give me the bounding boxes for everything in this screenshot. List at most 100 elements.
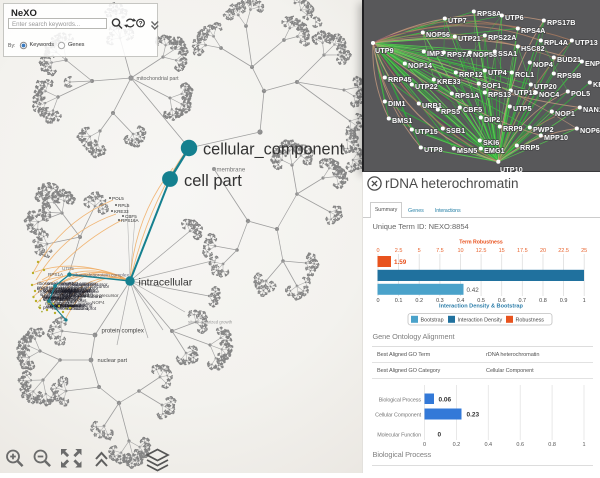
svg-text:RRP9: RRP9 (503, 124, 523, 133)
svg-text:KRE33: KRE33 (437, 77, 461, 86)
svg-text:RRP5: RRP5 (520, 143, 540, 152)
svg-text:0: 0 (376, 248, 379, 254)
svg-text:Interaction Density: Interaction Density (458, 318, 503, 324)
svg-text:cellular_component: cellular_component (203, 141, 345, 159)
svg-text:protein complex: protein complex (102, 329, 144, 335)
svg-text:KRR1: KRR1 (593, 80, 600, 89)
svg-text:intracellular: intracellular (139, 277, 193, 289)
svg-text:RPL4A: RPL4A (544, 38, 568, 47)
svg-text:UTP22: UTP22 (415, 82, 438, 91)
svg-text:DIM1: DIM1 (388, 99, 406, 108)
svg-text:SSA1: SSA1 (498, 49, 517, 58)
svg-text:POL5: POL5 (112, 196, 124, 201)
svg-text:RPS5: RPS5 (441, 107, 460, 116)
svg-text:RPS7A: RPS7A (447, 50, 471, 59)
svg-text:1: 1 (582, 442, 585, 448)
svg-text:NOP4: NOP4 (92, 300, 105, 305)
svg-text:ENP1: ENP1 (585, 59, 600, 68)
svg-text:Term Robustness: Term Robustness (459, 240, 503, 246)
svg-text:Bootstrap: Bootstrap (421, 318, 444, 324)
svg-text:RPS9B: RPS9B (557, 71, 581, 80)
svg-text:17.5: 17.5 (517, 248, 528, 254)
svg-text:cell part: cell part (184, 172, 242, 190)
svg-text:0.6: 0.6 (516, 442, 524, 448)
svg-text:UTP15: UTP15 (415, 127, 438, 136)
svg-text:NOP4: NOP4 (533, 60, 553, 69)
svg-text:CBF5: CBF5 (463, 105, 482, 114)
svg-text:RRP12: RRP12 (459, 70, 483, 79)
svg-text:ribosomal subunit: ribosomal subunit (61, 282, 99, 288)
svg-text:RPS1A: RPS1A (48, 272, 64, 277)
svg-text:UTP21: UTP21 (458, 34, 481, 43)
svg-text:RRP45: RRP45 (388, 75, 412, 84)
svg-text:Molecular Function: Molecular Function (377, 433, 421, 439)
svg-text:0: 0 (423, 442, 426, 448)
svg-text:NAN1: NAN1 (583, 105, 600, 114)
svg-text:BMS1: BMS1 (392, 116, 412, 125)
svg-text:12.5: 12.5 (476, 248, 487, 254)
svg-text:IMP3: IMP3 (427, 49, 444, 58)
svg-text:UTP13: UTP13 (575, 38, 598, 47)
svg-text:POL5: POL5 (571, 89, 590, 98)
svg-text:HSC82: HSC82 (521, 44, 545, 53)
svg-text:0.06: 0.06 (439, 397, 452, 404)
svg-text:0.23: 0.23 (467, 412, 480, 419)
svg-text:UTP9: UTP9 (375, 46, 394, 55)
svg-text:7.5: 7.5 (436, 248, 444, 254)
svg-text:0: 0 (438, 432, 442, 439)
svg-text:5: 5 (418, 248, 421, 254)
svg-text:15: 15 (499, 248, 505, 254)
svg-text:1.59: 1.59 (394, 259, 407, 266)
svg-text:NOP14: NOP14 (408, 61, 432, 70)
svg-text:25: 25 (581, 248, 587, 254)
svg-text:RCL1: RCL1 (515, 70, 534, 79)
svg-text:Interaction Density & Bootstra: Interaction Density & Bootstrap (439, 304, 524, 310)
svg-text:ribonucleoprotein complex: ribonucleoprotein complex (73, 273, 130, 279)
svg-text:BUD21: BUD21 (557, 55, 581, 64)
svg-text:22.5: 22.5 (558, 248, 569, 254)
svg-text:UTP5: UTP5 (62, 266, 74, 271)
svg-text:nuclear part: nuclear part (98, 358, 128, 364)
svg-text:1: 1 (583, 298, 586, 304)
svg-text:0.42: 0.42 (467, 287, 480, 294)
svg-text:site of polarized growth: site of polarized growth (188, 320, 233, 325)
svg-text:MPP10: MPP10 (544, 133, 568, 142)
svg-text:RPS4A: RPS4A (521, 26, 545, 35)
svg-text:0.8: 0.8 (548, 442, 556, 448)
svg-text:SOF1: SOF1 (482, 81, 501, 90)
svg-text:10: 10 (457, 248, 463, 254)
svg-text:RPS8A: RPS8A (477, 9, 501, 18)
svg-text:Biological Process: Biological Process (379, 398, 422, 404)
svg-text:RPS13: RPS13 (488, 90, 511, 99)
svg-text:NOP1: NOP1 (555, 109, 575, 118)
svg-text:membrane: membrane (217, 168, 246, 174)
svg-text:0.2: 0.2 (415, 298, 423, 304)
svg-text:DIP2: DIP2 (484, 115, 500, 124)
svg-text:UTP6: UTP6 (505, 13, 524, 22)
svg-text:0.2: 0.2 (453, 442, 461, 448)
svg-text:RPL5: RPL5 (118, 203, 130, 208)
svg-text:SSB1: SSB1 (446, 126, 465, 135)
svg-text:UTP4: UTP4 (488, 68, 507, 77)
svg-text:RPS22A: RPS22A (488, 33, 517, 42)
svg-text:UTP8: UTP8 (424, 145, 443, 154)
svg-text:2.5: 2.5 (395, 248, 403, 254)
svg-text:RPS17B: RPS17B (547, 18, 576, 27)
svg-text:RPS1A: RPS1A (455, 91, 479, 100)
svg-text:UTP10: UTP10 (500, 165, 523, 172)
svg-text:20: 20 (540, 248, 546, 254)
svg-text:0: 0 (376, 298, 379, 304)
svg-text:MSN5: MSN5 (457, 146, 477, 155)
svg-text:UTP7: UTP7 (448, 16, 467, 25)
svg-text:0.1: 0.1 (395, 298, 403, 304)
svg-text:0.4: 0.4 (484, 442, 492, 448)
svg-text:NOP6: NOP6 (580, 126, 600, 135)
svg-text:NOP56: NOP56 (426, 30, 450, 39)
svg-text:NOC4: NOC4 (539, 90, 559, 99)
svg-text:EMG1: EMG1 (484, 146, 505, 155)
svg-text:Cellular Component: Cellular Component (375, 413, 421, 419)
svg-text:Robustness: Robustness (516, 318, 545, 324)
svg-text:0.9: 0.9 (560, 298, 568, 304)
svg-text:RPS16A: RPS16A (121, 218, 140, 223)
svg-text:mitochondrial part: mitochondrial part (137, 76, 180, 82)
